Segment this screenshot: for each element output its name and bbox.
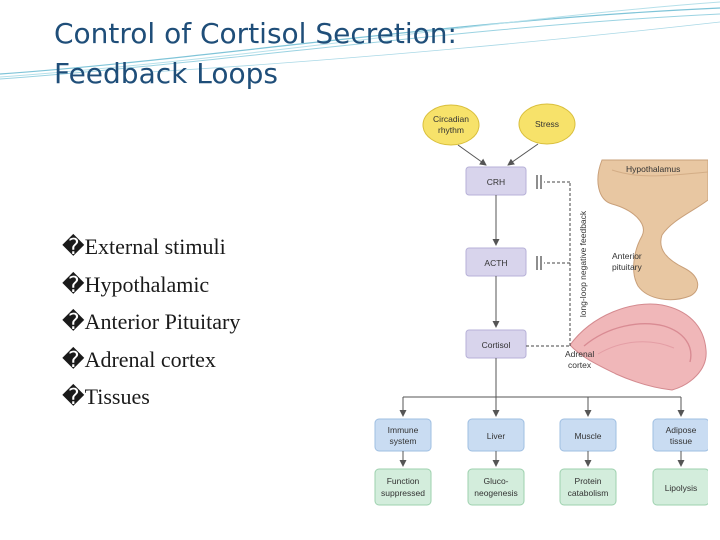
- bullet-item: �Hypothalamic: [62, 266, 240, 304]
- bullet-marker: �: [62, 346, 85, 372]
- gluco-label-line1: Gluco-: [483, 476, 508, 486]
- bullet-text: Hypothalamic: [84, 271, 210, 297]
- function-label-line2: suppressed: [381, 488, 425, 498]
- bullet-item: �Adrenal cortex: [62, 341, 240, 379]
- adrenal-cortex-label-line1: Adrenal: [565, 349, 594, 359]
- protein-catabolism-box: Protein catabolism: [559, 468, 617, 506]
- slide-title-line1: Control of Cortisol Secretion:: [54, 17, 457, 50]
- immune-system-box: Immune system: [374, 418, 432, 452]
- bullet-text: Adrenal cortex: [84, 346, 216, 372]
- gluconeogenesis-box: Gluco- neogenesis: [467, 468, 525, 506]
- title-swoosh-decoration: [0, 1, 720, 80]
- hypothalamus-pituitary-illustration: Hypothalamus Anterior pituitary: [597, 159, 708, 301]
- crh-label: CRH: [487, 177, 505, 187]
- adrenal-gland-illustration: Adrenal cortex: [565, 303, 707, 391]
- adipose-label-line1: Adipose: [666, 425, 697, 435]
- acth-box: ACTH: [465, 247, 527, 277]
- crh-box: CRH: [465, 166, 527, 196]
- stress-node: Stress: [518, 103, 576, 145]
- feedback-label: long-loop negative feedback: [578, 210, 588, 317]
- acth-label: ACTH: [484, 258, 507, 268]
- slide-title: Control of Cortisol Secretion: Feedback …: [54, 14, 574, 94]
- adipose-tissue-box: Adipose tissue: [652, 418, 708, 452]
- protein-label-line1: Protein: [575, 476, 602, 486]
- hypothalamus-label: Hypothalamus: [626, 164, 680, 174]
- protein-label-line2: catabolism: [568, 488, 609, 498]
- lipolysis-label: Lipolysis: [665, 483, 698, 493]
- bullet-item: �Tissues: [62, 378, 240, 416]
- anterior-pituitary-label-line1: Anterior: [612, 251, 642, 261]
- function-label-line1: Function: [387, 476, 420, 486]
- slide-title-line2: Feedback Loops: [54, 57, 278, 90]
- bullet-text: External stimuli: [84, 234, 226, 259]
- cortisol-box: Cortisol: [465, 329, 527, 359]
- circadian-label-line2: rhythm: [438, 125, 464, 135]
- liver-box: Liver: [467, 418, 525, 452]
- immune-label-line1: Immune: [388, 425, 419, 435]
- gluco-label-line2: neogenesis: [474, 488, 517, 498]
- function-suppressed-box: Function suppressed: [374, 468, 432, 506]
- circadian-rhythm-node: Circadian rhythm: [422, 104, 480, 146]
- bullet-marker: �: [62, 309, 85, 334]
- cortisol-feedback-diagram: Hypothalamus Anterior pituitary Adrenal …: [374, 103, 708, 506]
- muscle-label: Muscle: [575, 431, 602, 441]
- cortisol-label: Cortisol: [482, 340, 511, 350]
- muscle-box: Muscle: [559, 418, 617, 452]
- immune-label-line2: system: [390, 436, 417, 446]
- adipose-label-line2: tissue: [670, 436, 692, 446]
- bullet-text: Anterior Pituitary: [84, 309, 241, 334]
- bullet-list: �External stimuli �Hypothalamic �Anterio…: [62, 228, 240, 416]
- bullet-marker: �: [62, 384, 85, 409]
- bullet-item: �Anterior Pituitary: [62, 303, 240, 341]
- bullet-item: �External stimuli: [62, 228, 240, 266]
- bullet-marker: �: [62, 271, 85, 297]
- bullet-text: Tissues: [84, 384, 150, 409]
- lipolysis-box: Lipolysis: [652, 468, 708, 506]
- circadian-label-line1: Circadian: [433, 114, 469, 124]
- adrenal-cortex-label-line2: cortex: [568, 360, 592, 370]
- anterior-pituitary-label-line2: pituitary: [612, 262, 643, 272]
- bullet-marker: �: [62, 234, 85, 259]
- negative-feedback-loop: long-loop negative feedback: [526, 175, 588, 347]
- stress-label: Stress: [535, 119, 559, 129]
- liver-label: Liver: [487, 431, 506, 441]
